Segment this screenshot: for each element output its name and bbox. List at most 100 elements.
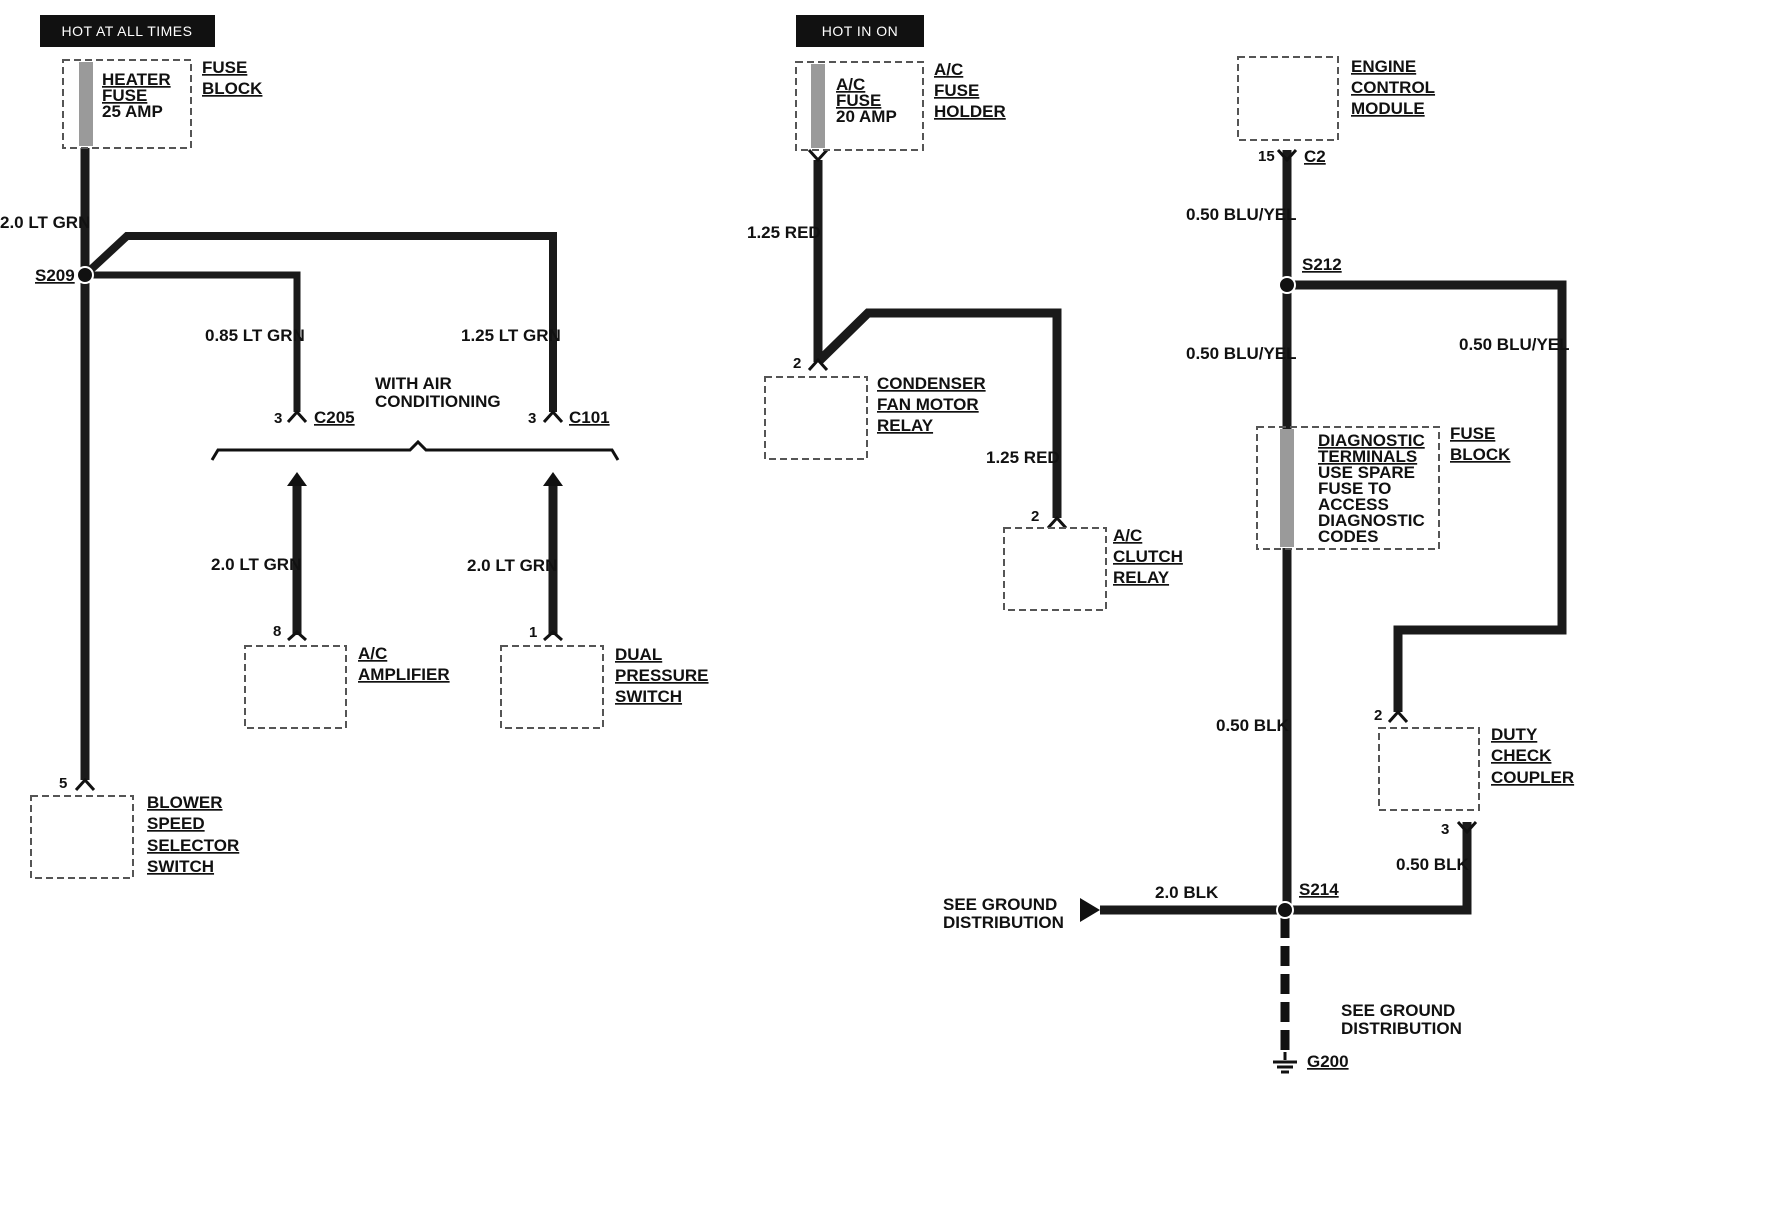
connector-c2: C2 xyxy=(1304,147,1326,166)
label-0-50-blu-yel-c: 0.50 BLU/YEL xyxy=(1459,335,1570,354)
connector-c2-chevron xyxy=(1276,148,1298,163)
blower-line3: SELECTOR xyxy=(147,836,239,855)
amp-line1: A/C xyxy=(358,644,387,663)
label-0-50-blu-yel-a: 0.50 BLU/YEL xyxy=(1186,205,1297,224)
pin-clutch: 2 xyxy=(1031,508,1039,525)
blower-line4: SWITCH xyxy=(147,857,214,876)
label-0-50-blu-yel-b: 0.50 BLU/YEL xyxy=(1186,344,1297,363)
ac-fuse-line3: 20 AMP xyxy=(836,107,897,126)
clutch-line3: RELAY xyxy=(1113,568,1170,587)
dual-line1: DUAL xyxy=(615,645,662,664)
ground-g200: G200 xyxy=(1307,1052,1349,1071)
connector-amp-chevron xyxy=(287,629,307,642)
clutch-line1: A/C xyxy=(1113,526,1142,545)
arrow-up-amp xyxy=(287,472,307,486)
ac-fuse-line1: A/C xyxy=(836,75,865,94)
ecm-line1: ENGINE xyxy=(1351,57,1416,76)
duty-line3: COUPLER xyxy=(1491,768,1574,787)
ac-fuse-line2: FUSE xyxy=(836,91,881,110)
label-1-25-red-b: 1.25 RED xyxy=(986,448,1060,467)
option-brace xyxy=(210,439,620,461)
label-0-50-blk-a: 0.50 BLK xyxy=(1216,716,1289,735)
splice-s214: S214 xyxy=(1299,880,1339,899)
connector-c101-chevron xyxy=(542,409,564,424)
heater-fuse-line2: FUSE xyxy=(102,86,147,105)
label-1-25-lt-grn: 1.25 LT GRN xyxy=(461,326,561,345)
note-ground-left-line1: SEE GROUND xyxy=(943,895,1057,914)
label-fuse-block-2: FUSE BLOCK xyxy=(1450,424,1511,464)
component-ac-amplifier: A/C AMPLIFIER xyxy=(244,644,450,729)
splice-s212: S212 xyxy=(1302,255,1342,274)
connector-dual-chevron xyxy=(543,629,563,642)
notes: WITH AIR CONDITIONING SEE GROUND DISTRIB… xyxy=(375,374,1462,1038)
ac-fuse-holder-line3: HOLDER xyxy=(934,102,1006,121)
component-engine-control-module: ENGINE CONTROL MODULE xyxy=(1237,56,1435,141)
component-blower-speed-selector-switch: BLOWER SPEED SELECTOR SWITCH xyxy=(30,793,239,879)
pin-c101: 3 xyxy=(528,410,536,427)
component-heater-fuse: HEATER FUSE 25 AMP xyxy=(62,59,192,149)
connector-duty-out-chevron xyxy=(1456,820,1478,835)
blower-line1: BLOWER xyxy=(147,793,223,812)
condenser-line3: RELAY xyxy=(877,416,934,435)
pin-blower: 5 xyxy=(59,775,67,792)
arrow-up-dual xyxy=(543,472,563,486)
ground-arrow-left xyxy=(1080,898,1100,922)
label-0-85-lt-grn: 0.85 LT GRN xyxy=(205,326,305,345)
ac-fuse-holder-line1: A/C xyxy=(934,60,963,79)
pin-dual: 1 xyxy=(529,624,537,641)
note-ground-left-line2: DISTRIBUTION xyxy=(943,913,1064,932)
header-hot-in-on: HOT IN ON xyxy=(796,15,924,47)
label-fuse-block-1: FUSE BLOCK xyxy=(202,58,263,98)
fuse-block-2-line2: BLOCK xyxy=(1450,445,1511,464)
header-hot-in-on-text: HOT IN ON xyxy=(822,23,899,39)
diag-line5: ACCESS xyxy=(1318,495,1389,514)
wire-1-25-red-b xyxy=(814,308,1062,518)
heater-fuse-line1: HEATER xyxy=(102,70,171,89)
middle-circuit-wires xyxy=(807,148,1068,530)
component-ac-clutch-relay: A/C CLUTCH RELAY xyxy=(1003,526,1183,611)
connector-acfuse-chevron xyxy=(807,148,829,163)
connector-condenser-chevron xyxy=(807,357,829,372)
wire-1-25-lt-grn xyxy=(82,232,557,412)
diag-line4: FUSE TO xyxy=(1318,479,1391,498)
label-ac-fuse-holder: A/C FUSE HOLDER xyxy=(934,60,1006,121)
label-2-0-lt-grn-dual: 2.0 LT GRN xyxy=(467,556,557,575)
dual-line2: PRESSURE xyxy=(615,666,709,685)
wire-labels: 2.0 LT GRN 0.85 LT GRN 1.25 LT GRN 2.0 L… xyxy=(0,205,1570,902)
wire-0-50-blu-yel-loop xyxy=(1287,280,1567,712)
ecm-line3: MODULE xyxy=(1351,99,1425,118)
splice-s214-dot xyxy=(1276,901,1294,919)
amp-line2: AMPLIFIER xyxy=(358,665,450,684)
note-ground-bottom-line2: DISTRIBUTION xyxy=(1341,1019,1462,1038)
connector-blower-chevron xyxy=(74,777,96,792)
connector-c205-chevron xyxy=(286,409,308,424)
pin-duty-out: 3 xyxy=(1441,821,1449,838)
condenser-line2: FAN MOTOR xyxy=(877,395,979,414)
condenser-line1: CONDENSER xyxy=(877,374,986,393)
connector-c205: C205 xyxy=(314,408,355,427)
component-duty-check-coupler: DUTY CHECK COUPLER xyxy=(1378,725,1574,811)
connector-clutch-chevron xyxy=(1046,515,1068,530)
left-circuit-wires xyxy=(74,148,620,792)
pin-numbers: 3 3 8 1 5 2 2 15 2 3 xyxy=(59,148,1449,838)
label-2-0-lt-grn-amp: 2.0 LT GRN xyxy=(211,555,301,574)
ground-symbol xyxy=(1273,1052,1297,1074)
fuse-block-1-line2: BLOCK xyxy=(202,79,263,98)
fuse-block-1-line1: FUSE xyxy=(202,58,247,77)
pin-ecm: 15 xyxy=(1258,148,1275,165)
clutch-line2: CLUTCH xyxy=(1113,547,1183,566)
pin-c205: 3 xyxy=(274,410,282,427)
dual-line3: SWITCH xyxy=(615,687,682,706)
splice-s212-dot xyxy=(1278,276,1296,294)
ecm-line2: CONTROL xyxy=(1351,78,1435,97)
wire-0-50-blk-duty xyxy=(1287,822,1472,915)
diag-line2: TERMINALS xyxy=(1318,447,1417,466)
note-with-ac-line1: WITH AIR xyxy=(375,374,452,393)
connector-duty-in-chevron xyxy=(1387,709,1409,724)
component-ac-fuse: A/C FUSE 20 AMP xyxy=(795,61,924,151)
wire-0-85-lt-grn xyxy=(85,271,301,412)
heater-fuse-line3: 25 AMP xyxy=(102,102,163,121)
diag-line3: USE SPARE xyxy=(1318,463,1415,482)
diag-line1: DIAGNOSTIC xyxy=(1318,431,1425,450)
